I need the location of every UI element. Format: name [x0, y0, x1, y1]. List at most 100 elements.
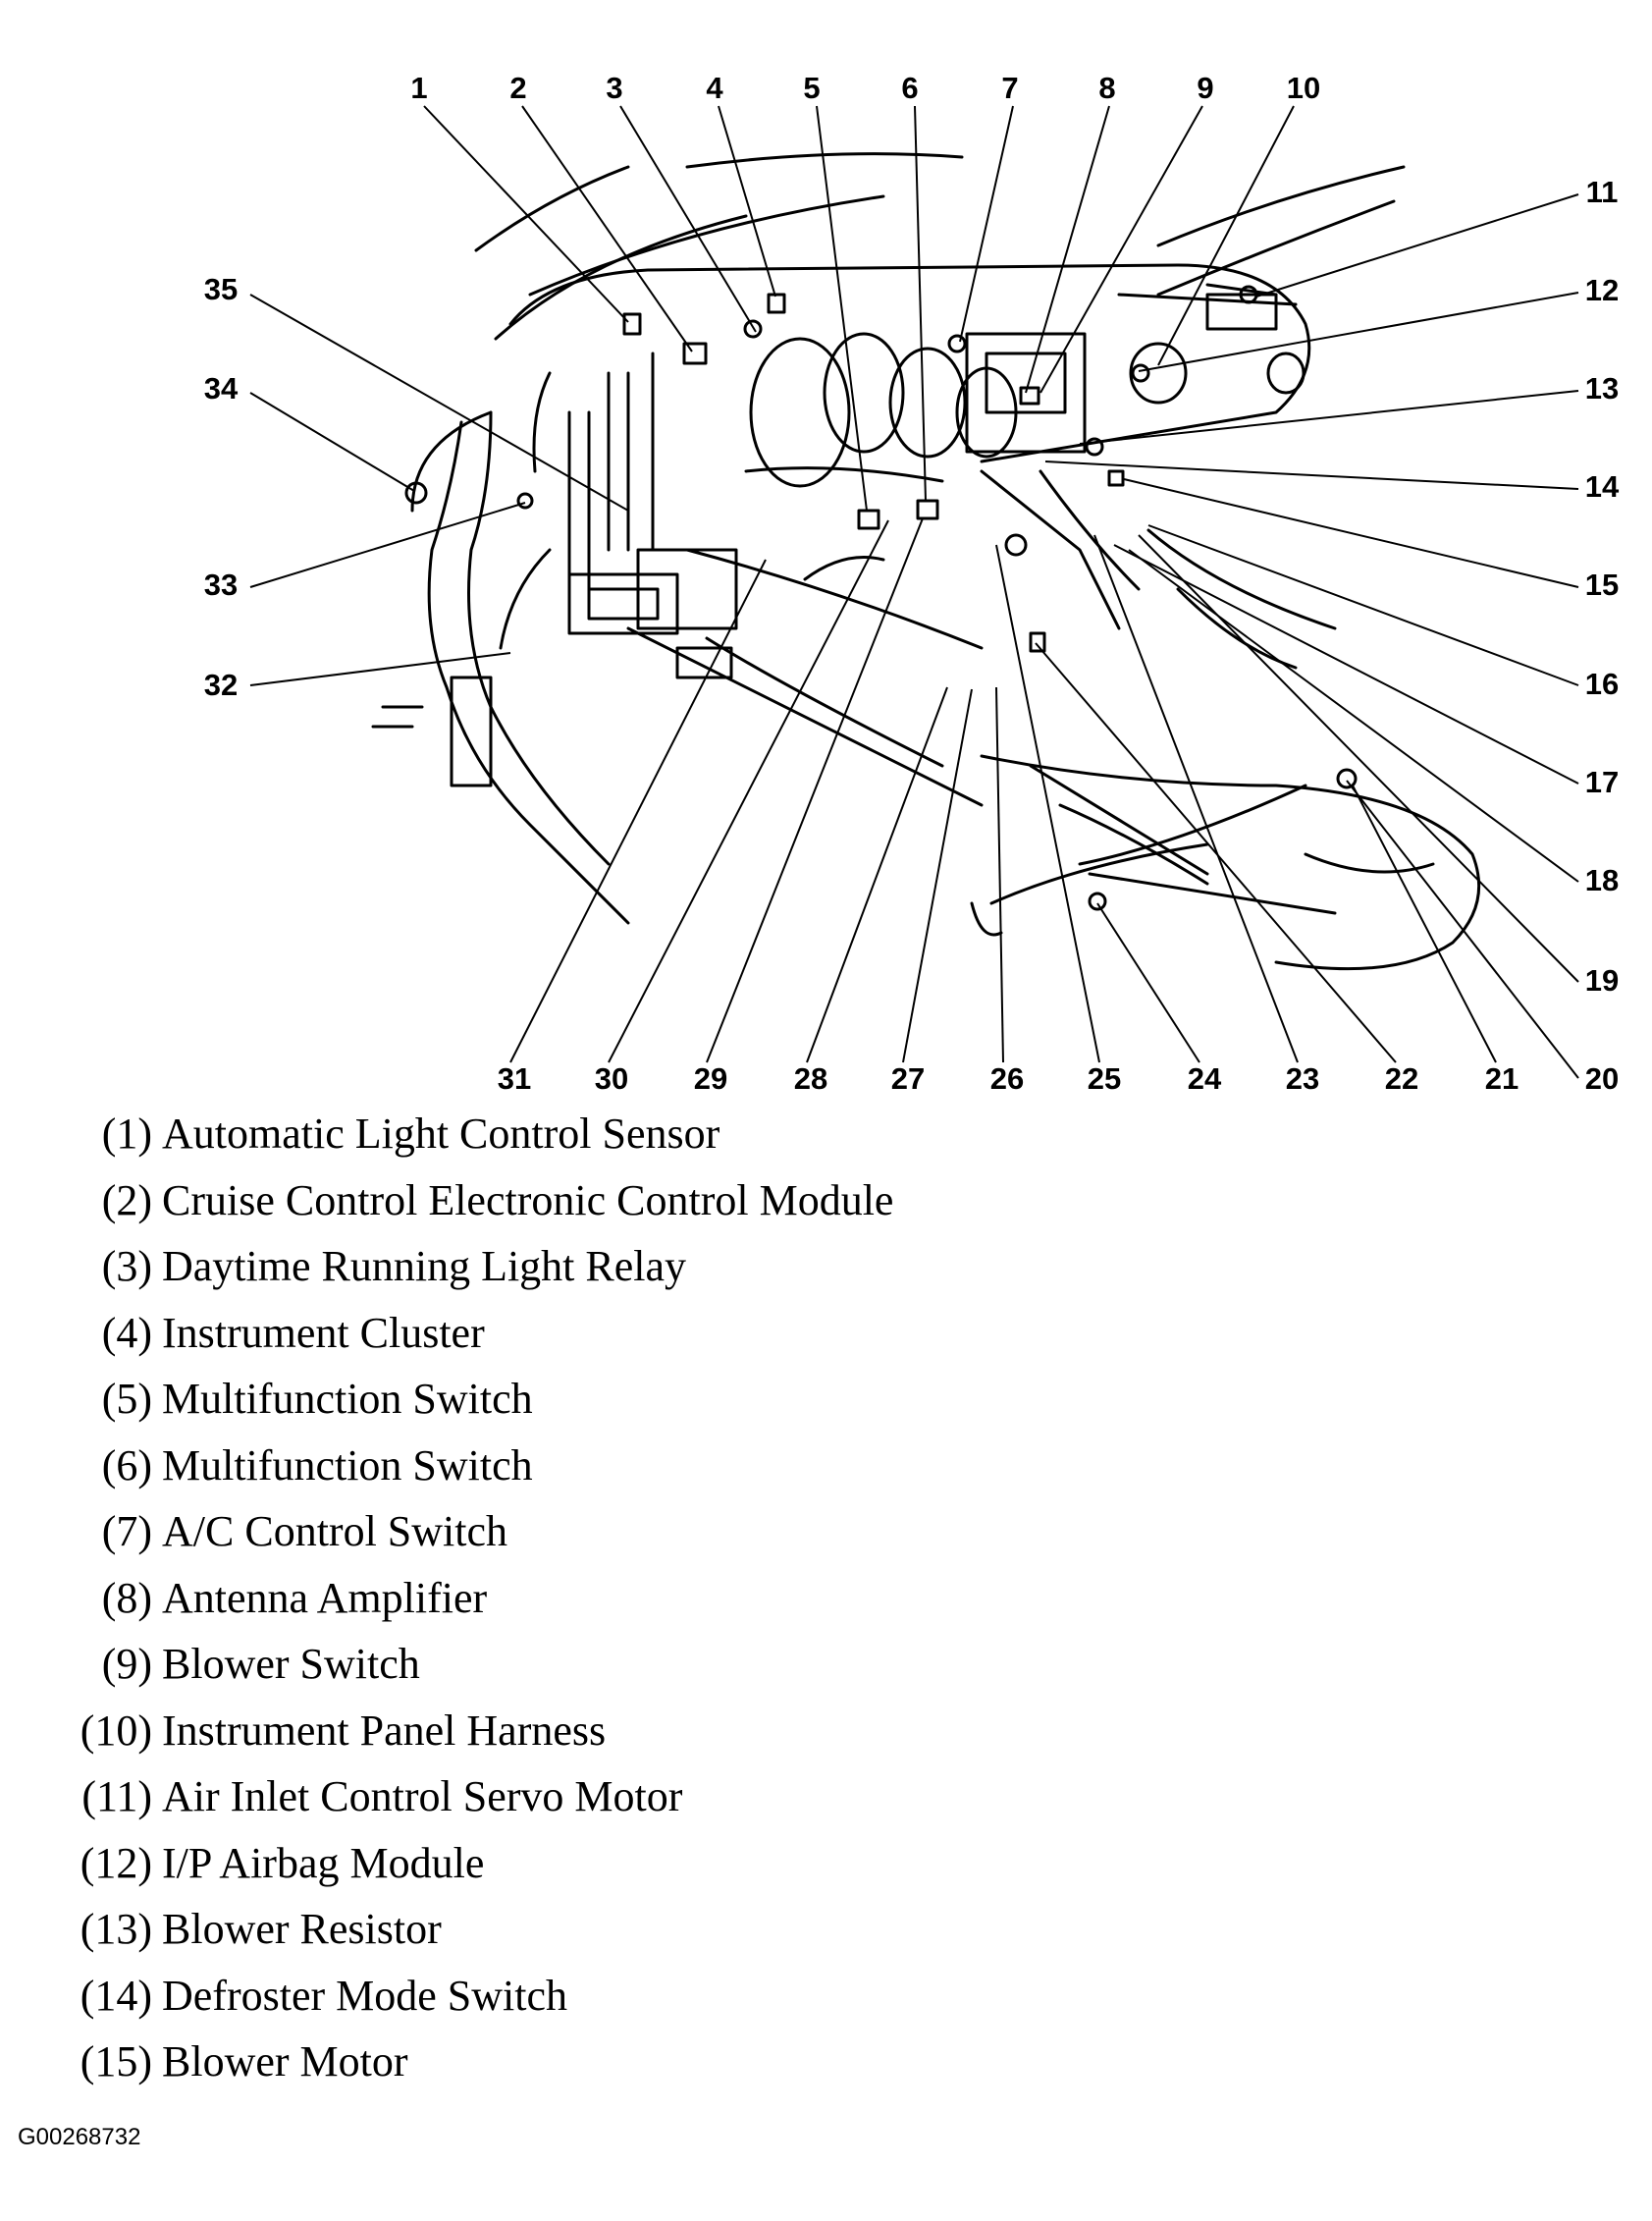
callout-label-2: 2 — [509, 71, 526, 105]
callout-label-19: 19 — [1585, 963, 1619, 998]
leader-line-33 — [249, 502, 526, 588]
leader-line-18 — [1128, 549, 1579, 883]
callout-label-7: 7 — [1001, 71, 1018, 105]
legend-text: Multifunction Switch — [162, 1375, 533, 1423]
leader-line-13 — [1079, 390, 1579, 445]
leader-line-4 — [718, 105, 776, 298]
callout-label-25: 25 — [1088, 1061, 1121, 1096]
callout-label-3: 3 — [606, 71, 622, 105]
callout-label-12: 12 — [1585, 273, 1619, 307]
callout-label-18: 18 — [1585, 863, 1619, 897]
legend-number: (12) — [80, 1838, 152, 1887]
legend-number: (14) — [80, 1971, 152, 2020]
callout-label-21: 21 — [1485, 1061, 1519, 1096]
callout-label-4: 4 — [706, 71, 723, 105]
legend-number: (4) — [101, 1308, 152, 1357]
legend-number: (15) — [80, 2037, 152, 2086]
legend-text: Cruise Control Electronic Control Module — [162, 1175, 894, 1224]
legend-text: Multifunction Switch — [162, 1440, 533, 1490]
legend-number: (1) — [101, 1110, 152, 1158]
callout-label-26: 26 — [990, 1061, 1024, 1096]
callout-label-10: 10 — [1287, 71, 1320, 105]
leader-line-24 — [1096, 902, 1200, 1063]
leader-line-17 — [1113, 544, 1579, 785]
callout-numbers: 1 2 3 4 5 6 7 8 9 10 11 12 13 14 15 16 1… — [204, 71, 1620, 1096]
callout-label-15: 15 — [1585, 568, 1619, 602]
legend-item: (5)Multifunction Switch — [54, 1370, 533, 1429]
leader-line-32 — [249, 652, 511, 686]
callout-label-9: 9 — [1197, 71, 1213, 105]
leader-line-10 — [1157, 105, 1295, 366]
callout-label-34: 34 — [204, 371, 239, 406]
legend-number: (8) — [101, 1573, 152, 1622]
legend-item: (10)Instrument Panel Harness — [54, 1702, 606, 1761]
leader-line-29 — [706, 517, 924, 1063]
leader-line-28 — [806, 686, 948, 1063]
dashboard-artwork — [371, 152, 1481, 971]
callout-label-1: 1 — [410, 71, 427, 105]
callout-label-23: 23 — [1286, 1061, 1319, 1096]
leader-line-8 — [1025, 105, 1110, 394]
legend-number: (10) — [80, 1706, 152, 1755]
callout-label-32: 32 — [204, 668, 238, 702]
callout-label-8: 8 — [1098, 71, 1115, 105]
legend-text: Daytime Running Light Relay — [162, 1242, 687, 1290]
legend-item: (6)Multifunction Switch — [54, 1436, 533, 1495]
callout-leader-lines — [249, 105, 1579, 1079]
leader-line-20 — [1346, 780, 1579, 1079]
legend-item: (11)Air Inlet Control Servo Motor — [54, 1767, 682, 1826]
figure-id: G00268732 — [18, 2124, 141, 2150]
legend-item: (4)Instrument Cluster — [54, 1304, 485, 1363]
callout-label-14: 14 — [1585, 469, 1620, 504]
callout-label-6: 6 — [901, 71, 918, 105]
callout-label-20: 20 — [1585, 1061, 1619, 1096]
legend-item: (15)Blower Motor — [54, 2032, 408, 2091]
wiring-diagram: 1 2 3 4 5 6 7 8 9 10 11 12 13 14 15 16 1… — [204, 71, 1620, 1096]
leader-line-5 — [816, 105, 868, 512]
legend-text: Blower Resistor — [162, 1905, 442, 1953]
legend-number: (13) — [80, 1905, 152, 1953]
callout-label-30: 30 — [595, 1061, 628, 1096]
legend-text: Defroster Mode Switch — [162, 1971, 568, 2020]
callout-label-5: 5 — [803, 71, 820, 105]
leader-line-26 — [995, 686, 1004, 1063]
leader-line-12 — [1138, 292, 1579, 372]
legend-item: (8)Antenna Amplifier — [54, 1569, 487, 1628]
leader-line-30 — [608, 519, 889, 1063]
leader-line-14 — [1044, 460, 1579, 490]
legend-number: (5) — [101, 1375, 152, 1423]
callout-label-24: 24 — [1188, 1061, 1222, 1096]
legend-item: (2)Cruise Control Electronic Control Mod… — [54, 1171, 894, 1230]
leader-line-27 — [902, 688, 973, 1063]
leader-line-2 — [521, 105, 693, 352]
callout-label-28: 28 — [794, 1061, 827, 1096]
leader-line-15 — [1123, 478, 1579, 588]
legend-text: A/C Control Switch — [162, 1507, 508, 1555]
leader-line-25 — [995, 544, 1100, 1063]
callout-label-11: 11 — [1586, 175, 1619, 209]
leader-line-35 — [249, 294, 629, 512]
callout-label-22: 22 — [1385, 1061, 1418, 1096]
callout-label-16: 16 — [1585, 667, 1619, 701]
callout-label-13: 13 — [1585, 371, 1619, 406]
callout-label-35: 35 — [204, 272, 238, 306]
legend-item: (3)Daytime Running Light Relay — [54, 1237, 686, 1296]
legend-number: (9) — [101, 1640, 152, 1688]
legend-item: (9)Blower Switch — [54, 1635, 420, 1694]
leader-line-19 — [1138, 534, 1579, 983]
legend-number: (7) — [101, 1507, 152, 1555]
leader-line-22 — [1035, 642, 1397, 1063]
callout-label-33: 33 — [204, 568, 238, 602]
legend-text: Automatic Light Control Sensor — [162, 1110, 720, 1158]
legend-number: (3) — [101, 1242, 152, 1290]
legend-item: (13)Blower Resistor — [54, 1900, 442, 1959]
legend-number: (2) — [101, 1175, 152, 1224]
legend-text: Blower Motor — [162, 2037, 408, 2086]
legend-item: (12)I/P Airbag Module — [54, 1834, 485, 1893]
leader-line-23 — [1093, 534, 1299, 1063]
leader-line-31 — [509, 559, 767, 1063]
leader-line-6 — [914, 105, 927, 502]
legend-text: Air Inlet Control Servo Motor — [162, 1772, 683, 1820]
legend-text: I/P Airbag Module — [162, 1838, 485, 1887]
leader-line-7 — [959, 105, 1014, 343]
